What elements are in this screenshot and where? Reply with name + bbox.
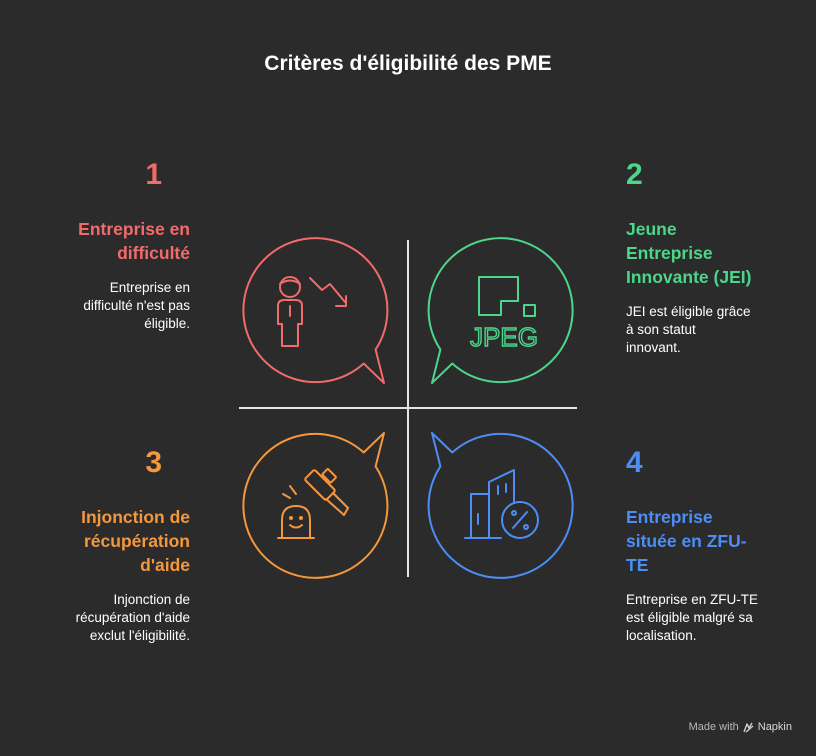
bubble-2 [427, 237, 574, 384]
item-4-number: 4 [626, 446, 643, 479]
jpeg-icon-label: JPEG [470, 322, 538, 352]
footer-attribution[interactable]: Made with Napkin [689, 721, 792, 733]
page-title: Critères d'éligibilité des PME [264, 52, 552, 75]
item-1-description: Entreprise en difficulté n'est pas éligi… [83, 280, 190, 331]
item-2-number: 2 [626, 158, 643, 191]
item-1-number: 1 [145, 158, 162, 191]
gavel-icon [277, 468, 349, 539]
item-1-heading: Entreprise en difficulté [78, 219, 190, 263]
napkin-logo-icon [743, 722, 754, 733]
building-percent-icon [464, 469, 539, 539]
declining-person-icon [277, 276, 347, 347]
item-3-heading: Injonction de récupération d'aide [81, 507, 190, 575]
bubble-3 [242, 432, 389, 579]
bubble-1 [242, 237, 389, 384]
item-3-description: Injonction de récupération d'aide exclut… [75, 592, 190, 643]
item-2-description: JEI est éligible grâce à son statut inno… [626, 304, 751, 355]
jpeg-file-icon [478, 276, 536, 317]
made-with-label: Made with [688, 721, 739, 733]
bubble-4 [427, 432, 574, 579]
item-4-description: Entreprise en ZFU-TE est éligible malgré… [626, 592, 759, 643]
item-4-heading: Entreprise située en ZFU- TE [626, 507, 747, 575]
napkin-brand-label: Napkin [757, 721, 792, 733]
item-2-heading: Jeune Entreprise Innovante (JEI) [626, 219, 752, 287]
item-3-number: 3 [145, 446, 162, 479]
